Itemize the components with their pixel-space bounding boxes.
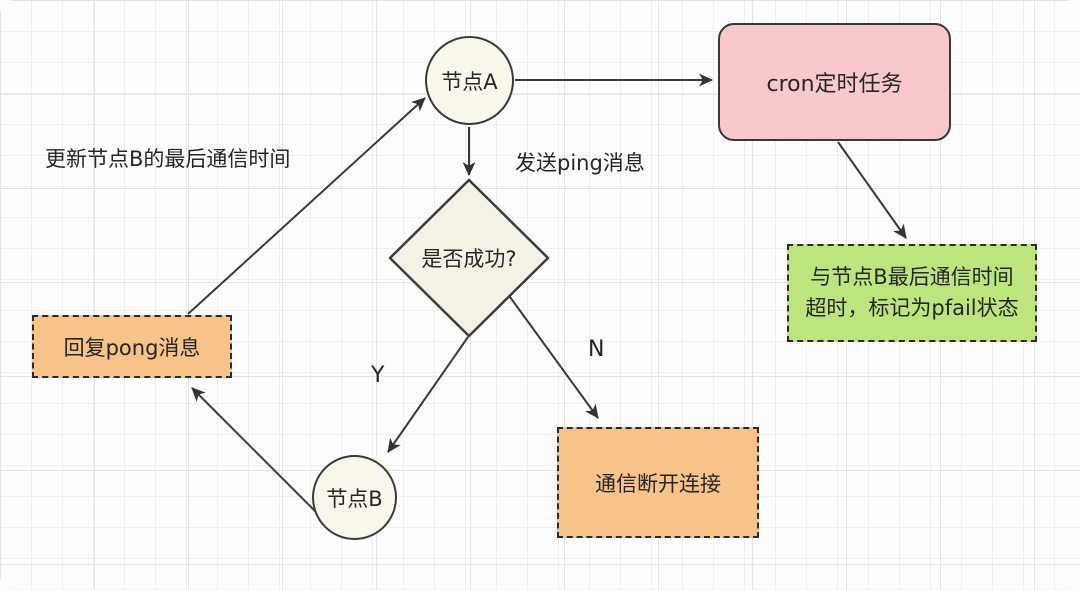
edge-label-send-ping: 发送ping消息 bbox=[515, 151, 645, 175]
edge-decision-to-nodeb bbox=[387, 336, 469, 453]
edge-label-yes: Y bbox=[371, 363, 385, 388]
pfail-line2: 超时，标记为pfail状态 bbox=[805, 296, 1019, 320]
decision-label: 是否成功? bbox=[421, 247, 517, 271]
pong-reply-box: 回复pong消息 bbox=[32, 315, 232, 378]
edge-decision-to-disconnect bbox=[509, 296, 599, 419]
node-b: 节点B bbox=[312, 455, 397, 540]
edge-pong-to-nodea bbox=[187, 97, 426, 315]
node-a: 节点A bbox=[425, 36, 514, 125]
pong-reply-label: 回复pong消息 bbox=[63, 335, 201, 360]
edge-nodeb-to-pong bbox=[191, 387, 318, 514]
pfail-box: 与节点B最后通信时间 超时，标记为pfail状态 bbox=[787, 244, 1037, 342]
edge-label-no: N bbox=[588, 337, 605, 362]
cron-task-box: cron定时任务 bbox=[718, 23, 951, 141]
disconnect-label: 通信断开连接 bbox=[595, 471, 721, 496]
node-a-label: 节点A bbox=[441, 69, 498, 94]
disconnect-box: 通信断开连接 bbox=[557, 427, 759, 538]
edge-label-update-time: 更新节点B的最后通信时间 bbox=[45, 147, 291, 171]
edge-cron-to-pfail bbox=[837, 141, 907, 239]
node-b-label: 节点B bbox=[326, 486, 383, 511]
cron-task-label: cron定时任务 bbox=[766, 72, 903, 97]
pfail-line1: 与节点B最后通信时间 bbox=[810, 264, 1014, 289]
